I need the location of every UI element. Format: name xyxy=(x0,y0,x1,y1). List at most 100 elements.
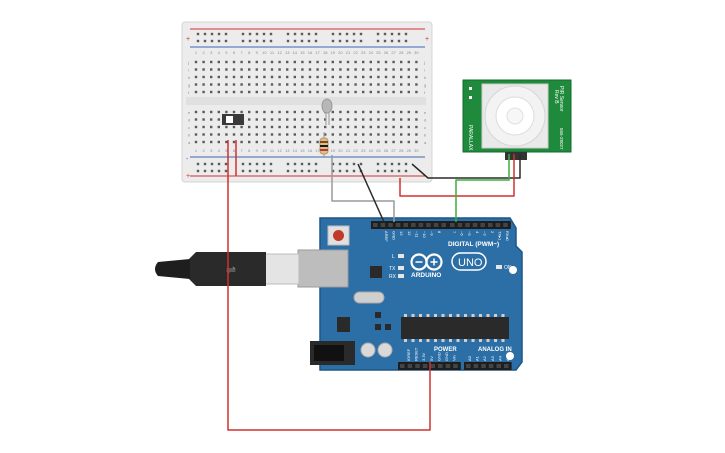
breadboard-hole xyxy=(384,125,388,129)
header-pin[interactable] xyxy=(473,364,479,368)
header-pin[interactable] xyxy=(480,223,485,227)
usb-chip xyxy=(370,266,382,278)
wire-green-pir-signal[interactable] xyxy=(455,154,510,222)
header-pin[interactable] xyxy=(426,223,431,227)
wire-red-pir-power[interactable] xyxy=(399,154,515,197)
wire-red-5v[interactable] xyxy=(227,140,431,431)
breadboard-hole xyxy=(248,118,251,121)
header-pin[interactable] xyxy=(388,223,393,227)
terminal-strip-bottom xyxy=(194,110,418,144)
wire-black-gnd[interactable] xyxy=(357,154,521,223)
column-number: 14 xyxy=(293,50,298,55)
analog-header[interactable] xyxy=(464,362,512,370)
breadboard-hole xyxy=(286,133,289,136)
header-pin[interactable] xyxy=(380,223,386,227)
rail-hole xyxy=(262,162,266,166)
breadboard-hole xyxy=(400,125,403,129)
breadboard-hole xyxy=(248,75,251,79)
header-pin[interactable] xyxy=(488,364,494,368)
rail-hole xyxy=(376,32,380,36)
wire-gray-signal[interactable] xyxy=(331,155,395,222)
breadboard-hole xyxy=(308,140,312,144)
header-pin[interactable] xyxy=(418,223,424,227)
breadboard-hole xyxy=(400,90,403,94)
header-pin[interactable] xyxy=(395,223,401,227)
reset-button[interactable] xyxy=(327,225,350,246)
breadboard-hole xyxy=(346,75,350,79)
header-pin[interactable] xyxy=(445,364,451,368)
breadboard-hole xyxy=(339,90,342,94)
breadboard-hole xyxy=(400,75,403,79)
header-pin[interactable] xyxy=(422,364,428,368)
column-number: 9 xyxy=(256,50,259,55)
slide-switch[interactable] xyxy=(222,114,244,125)
column-number: 15 xyxy=(300,50,305,55)
led-rx xyxy=(398,274,404,278)
column-number: 1 xyxy=(195,148,198,153)
led-tx xyxy=(398,266,404,270)
header-pin[interactable] xyxy=(466,364,471,368)
column-number: 25 xyxy=(376,148,381,153)
header-pin[interactable] xyxy=(496,364,501,368)
header-pin[interactable] xyxy=(481,364,486,368)
breadboard-hole xyxy=(210,68,213,71)
header-pin[interactable] xyxy=(400,364,405,368)
column-number: 2 xyxy=(202,50,205,55)
header-pin[interactable] xyxy=(472,223,478,227)
breadboard-hole xyxy=(308,60,312,64)
header-pin[interactable] xyxy=(457,223,463,227)
column-number: 30 xyxy=(414,50,419,55)
breadboard-hole xyxy=(400,133,403,136)
breadboard-hole xyxy=(331,68,334,71)
breadboard-hole xyxy=(362,133,365,136)
led-label-on: ON xyxy=(504,265,512,271)
header-pin[interactable] xyxy=(411,223,416,227)
breadboard-hole xyxy=(194,118,198,121)
led-on xyxy=(496,265,502,269)
header-pin[interactable] xyxy=(453,364,458,368)
header-pin[interactable] xyxy=(407,364,413,368)
header-pin[interactable] xyxy=(465,223,470,227)
rail-hole xyxy=(307,32,311,36)
column-number: 19 xyxy=(331,148,336,153)
header-pin[interactable] xyxy=(488,223,493,227)
header-pin[interactable] xyxy=(438,364,443,368)
analog-pin-label: A0 xyxy=(467,355,472,361)
digital-header[interactable] xyxy=(371,221,511,229)
breadboard-hole xyxy=(377,118,380,121)
breadboard-hole xyxy=(384,75,388,79)
led[interactable] xyxy=(321,98,333,125)
header-pin[interactable] xyxy=(430,364,435,368)
resistor[interactable] xyxy=(319,132,329,158)
breadboard-hole xyxy=(255,75,258,79)
breadboard-hole xyxy=(270,118,274,121)
breadboard-hole xyxy=(278,125,281,129)
rail-plus-label-bottom: + xyxy=(186,173,190,180)
rail-hole xyxy=(203,169,207,173)
breadboard-hole xyxy=(240,110,243,114)
header-pin[interactable] xyxy=(433,223,439,227)
header-pin[interactable] xyxy=(441,223,446,227)
breadboard-hole xyxy=(278,75,281,79)
breadboard-hole xyxy=(354,125,357,129)
header-pin[interactable] xyxy=(504,364,509,368)
row-letter: e xyxy=(188,110,191,115)
row-letter: d xyxy=(188,118,190,123)
header-pin[interactable] xyxy=(495,223,501,227)
breadboard-hole xyxy=(308,68,312,71)
column-number: 26 xyxy=(384,148,389,153)
header-pin[interactable] xyxy=(503,223,508,227)
breadboard-hole xyxy=(308,110,312,114)
header-pin[interactable] xyxy=(403,223,408,227)
header-pin[interactable] xyxy=(450,223,455,227)
row-letter: g xyxy=(424,83,426,88)
power-pin-label: 3.3V xyxy=(421,352,426,361)
header-pin[interactable] xyxy=(415,364,420,368)
usb-cable[interactable]: ⇌ xyxy=(155,249,349,288)
rail-hole xyxy=(255,162,259,166)
header-pin[interactable] xyxy=(373,223,378,227)
pir-sensor[interactable]: PARALLAX PIR Sensor Rev B 555-28027 xyxy=(462,79,572,160)
breadboard-hole xyxy=(202,118,205,121)
